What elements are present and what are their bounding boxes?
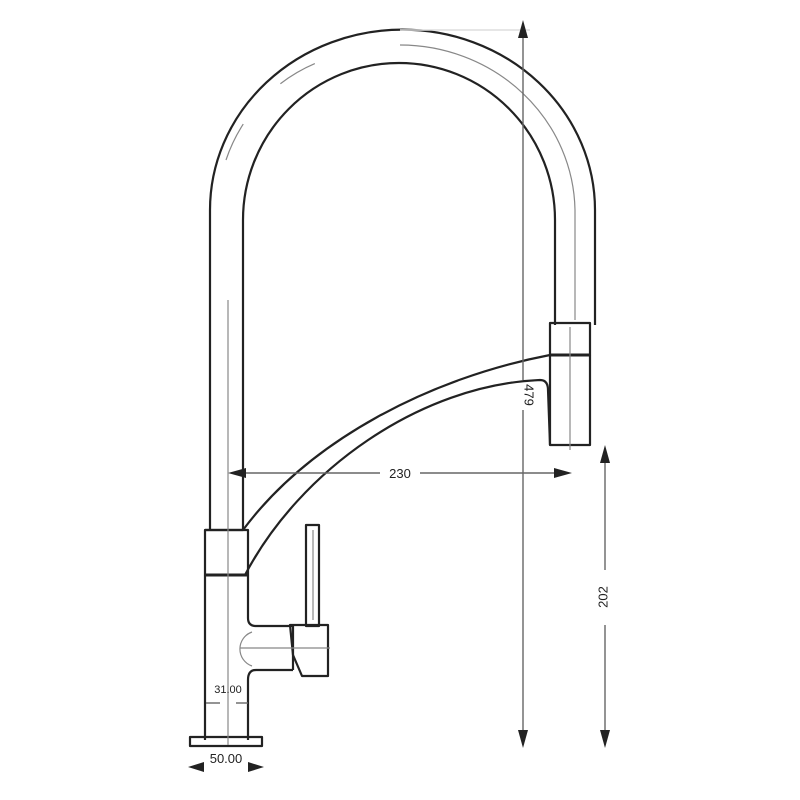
dim-base-diameter: 50.00 [210,751,243,766]
faucet-outline [188,28,597,748]
dim-body-diameter: 31.00 [214,684,242,696]
centerlines [225,44,576,745]
dim-spout-clearance: 202 [595,586,610,608]
dimension-lines [188,20,610,772]
dim-total-height: 479 [522,384,537,406]
dimension-labels: 479 230 202 31.00 50.00 [210,384,611,766]
dim-spout-reach: 230 [389,466,411,481]
